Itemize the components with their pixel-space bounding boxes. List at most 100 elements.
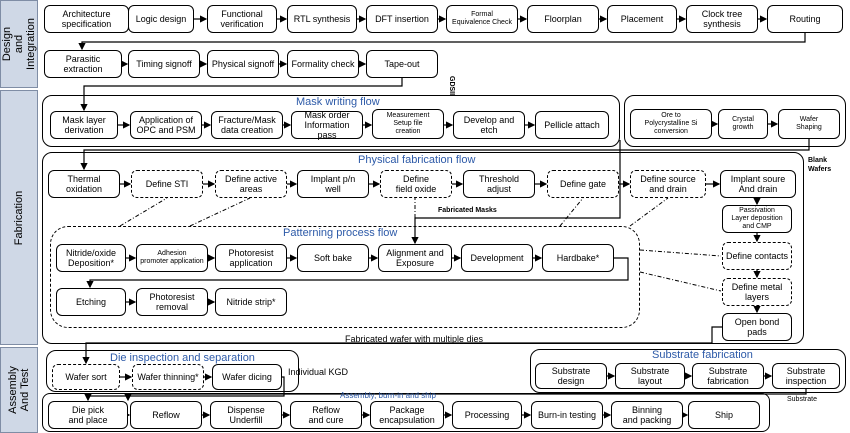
- die-group: [46, 350, 299, 392]
- step-rtl-synthesis: RTL synthesis: [287, 5, 357, 33]
- step-define-field-oxide: Define field oxide: [380, 170, 452, 198]
- step-open-bond-pads: Open bond pads: [722, 313, 792, 341]
- gdsii-label: GDSII: [448, 76, 455, 96]
- step-wafer-dicing: Wafer dicing: [212, 364, 282, 390]
- step-soft-bake: Soft bake: [297, 244, 369, 272]
- step-parasitic-extraction: Parasitic extraction: [44, 50, 122, 78]
- step-define-metal-layers: Define metal layers: [722, 278, 792, 306]
- arrow: [80, 78, 403, 112]
- band-fabrication-label: Fabrication: [13, 190, 25, 245]
- step-substrate-layout: Substrate layout: [615, 363, 685, 389]
- step-reflow: Reflow: [130, 401, 202, 429]
- band-design: Design and Integration: [0, 0, 38, 88]
- substrate-title: Substrate fabrication: [652, 349, 753, 361]
- step-formal-equivalence-check: Formal Equivalence Check: [446, 5, 518, 33]
- step-nitride-oxide-deposition: Nitride/oxide Deposition*: [56, 244, 126, 272]
- step-functional-verification: Functional verification: [207, 5, 277, 33]
- assembly-group: [42, 393, 770, 432]
- step-tape-out: Tape-out: [366, 50, 438, 78]
- assembly-title: Assembly, burn-in and ship: [340, 391, 436, 400]
- pattern-link: [119, 197, 168, 227]
- step-die-pick-place: Die pick and place: [48, 401, 128, 429]
- arrow: [411, 140, 621, 245]
- patterning-title: Patterning process flow: [283, 227, 398, 239]
- step-hardbake: Hardbake*: [542, 244, 614, 272]
- step-etching: Etching: [56, 288, 126, 316]
- arrow: [124, 389, 807, 402]
- step-wafer-thinning: Wafer thinning*: [132, 364, 204, 390]
- step-formality-check: Formality check: [287, 50, 359, 78]
- step-adhesion-promoter: Adhesion promoter application: [136, 244, 208, 272]
- step-photoresist-application: Photoresist application: [215, 244, 287, 272]
- fabricated-wafer-label: Fabricated wafer with multiple dies: [345, 334, 484, 344]
- step-substrate-fabrication: Substrate fabrication: [692, 363, 764, 389]
- step-passivation-cmp: Passivation Layer deposition and CMP: [722, 205, 792, 233]
- step-implant-source-drain: Implant soure And drain: [720, 170, 796, 198]
- step-wafer-shaping: Wafer Shaping: [778, 109, 840, 139]
- step-define-source-drain: Define source and drain: [630, 170, 706, 198]
- mask-writing-title: Mask writing flow: [296, 96, 380, 108]
- step-development: Development: [461, 244, 533, 272]
- step-package-encapsulation: Package encapsulation: [370, 401, 444, 429]
- substrate-group: [530, 349, 846, 393]
- mask-writing-group: [42, 95, 620, 147]
- step-define-active-areas: Define active areas: [215, 170, 287, 198]
- step-define-contacts: Define contacts: [722, 242, 792, 270]
- step-architecture-specification: Architecture specification: [44, 5, 129, 33]
- step-ship: Ship: [688, 401, 760, 429]
- pattern-link: [559, 197, 584, 227]
- step-ore-to-polysilicon: Ore to Polycrystalline Si conversion: [630, 109, 712, 139]
- step-opc-psm: Application of OPC and PSM: [130, 111, 202, 139]
- step-mask-layer-derivation: Mask layer derivation: [50, 111, 118, 139]
- step-pellicle-attach: Pellicle attach: [535, 111, 609, 139]
- step-define-sti: Define STI: [131, 170, 203, 198]
- step-implant-pn-well: Implant p/n well: [297, 170, 369, 198]
- arrow: [84, 376, 285, 402]
- band-assembly-label: Assembly And Test: [7, 366, 31, 414]
- blank-wafers-label: Blank Wafers: [808, 157, 832, 173]
- step-crystal-growth: Crystal growth: [718, 109, 768, 139]
- step-binning-packing: Binning and packing: [611, 401, 683, 429]
- substrate-label: Substrate: [787, 396, 817, 403]
- physical-fabrication-title: Physical fabrication flow: [358, 154, 476, 166]
- step-timing-signoff: Timing signoff: [128, 50, 200, 78]
- pattern-link: [189, 197, 251, 227]
- step-logic-design: Logic design: [128, 5, 194, 33]
- physical-fabrication-group: [42, 152, 804, 344]
- step-dispense-underfill: Dispense Underfill: [210, 401, 282, 429]
- pattern-link: [629, 197, 669, 227]
- arrow: [86, 257, 629, 289]
- step-clock-tree-synthesis: Clock tree synthesis: [686, 5, 758, 33]
- pattern-link: [639, 271, 722, 292]
- step-thermal-oxidation: Thermal oxidation: [48, 170, 120, 198]
- step-placement: Placement: [607, 5, 677, 33]
- step-wafer-sort: Wafer sort: [52, 364, 120, 390]
- step-fracture-mask-data: Fracture/Mask data creation: [211, 111, 283, 139]
- band-design-label: Design and Integration: [1, 18, 37, 70]
- individual-kgd-label: Individual KGD: [288, 367, 349, 377]
- step-develop-etch: Develop and etch: [453, 111, 525, 139]
- wafer-group: [624, 95, 846, 147]
- band-assembly: Assembly And Test: [0, 347, 38, 433]
- arrow: [78, 33, 806, 51]
- step-substrate-design: Substrate design: [535, 363, 607, 389]
- step-alignment-exposure: Alignment and Exposure: [378, 244, 452, 272]
- arrow: [80, 139, 810, 171]
- band-fabrication: Fabrication: [0, 90, 38, 345]
- step-reflow-cure: Reflow and cure: [290, 401, 362, 429]
- step-floorplan: Floorplan: [527, 5, 599, 33]
- step-physical-signoff: Physical signoff: [207, 50, 279, 78]
- patterning-group: [50, 226, 640, 328]
- fabricated-masks-label: Fabricated Masks: [438, 207, 497, 214]
- step-measurement-setup: Measurement Setup file creation: [372, 109, 444, 139]
- step-nitride-strip: Nitride strip*: [215, 288, 287, 316]
- step-burn-in-testing: Burn-in testing: [531, 401, 603, 429]
- step-photoresist-removal: Photoresist removal: [136, 288, 208, 316]
- die-title: Die inspection and separation: [110, 352, 255, 364]
- step-processing: Processing: [452, 401, 522, 429]
- step-dft-insertion: DFT insertion: [366, 5, 438, 33]
- step-define-gate: Define gate: [547, 170, 619, 198]
- step-mask-order: Mask order Information pass: [291, 110, 363, 140]
- step-threshold-adjust: Threshold adjust: [463, 170, 535, 198]
- step-substrate-inspection: Substrate inspection: [772, 363, 840, 389]
